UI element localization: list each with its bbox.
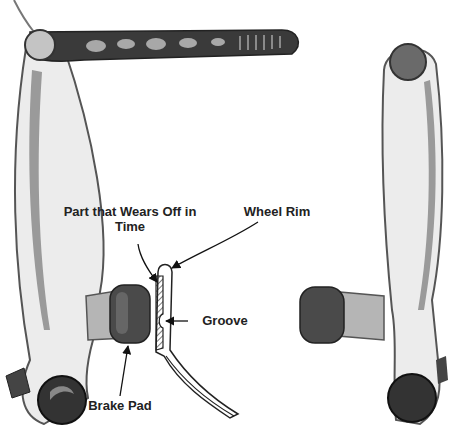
arm-hole (211, 38, 225, 46)
rim-wall (166, 356, 234, 416)
cable-anchor (390, 44, 426, 80)
arm-hole (146, 38, 166, 50)
arm-ribs (240, 35, 280, 50)
arm-shading (418, 80, 436, 310)
part-label: Part that Wears Off in Time (50, 204, 210, 234)
pad-mount (338, 292, 384, 340)
leader-line (120, 346, 128, 396)
wear-layer (156, 276, 163, 350)
leader-line (166, 320, 188, 321)
wheel-rim (156, 265, 238, 419)
pivot-highlight (50, 386, 74, 400)
pivot-bolt (38, 376, 86, 424)
part-label: Brake Pad (70, 398, 170, 413)
rim-groove (159, 314, 163, 328)
pad-highlight (116, 292, 128, 334)
arm-hole (86, 40, 106, 52)
brake-pad (300, 287, 344, 343)
arm-shading (29, 70, 50, 330)
arm-hole (179, 38, 197, 48)
part-label: Groove (190, 313, 260, 328)
leader-line (172, 222, 258, 268)
part-label: Wheel Rim (232, 204, 322, 219)
cable-knob (25, 30, 55, 60)
brake-pad (110, 285, 150, 343)
brake-cable (14, 0, 34, 32)
right-brake-arm (382, 49, 442, 424)
pivot-bolt (388, 374, 436, 422)
spring-tab (6, 368, 30, 398)
cable-arm (30, 30, 298, 61)
spring-tab (436, 356, 448, 384)
leader-line (138, 244, 157, 282)
arm-hole (117, 39, 135, 49)
left-brake-arm (15, 39, 104, 424)
